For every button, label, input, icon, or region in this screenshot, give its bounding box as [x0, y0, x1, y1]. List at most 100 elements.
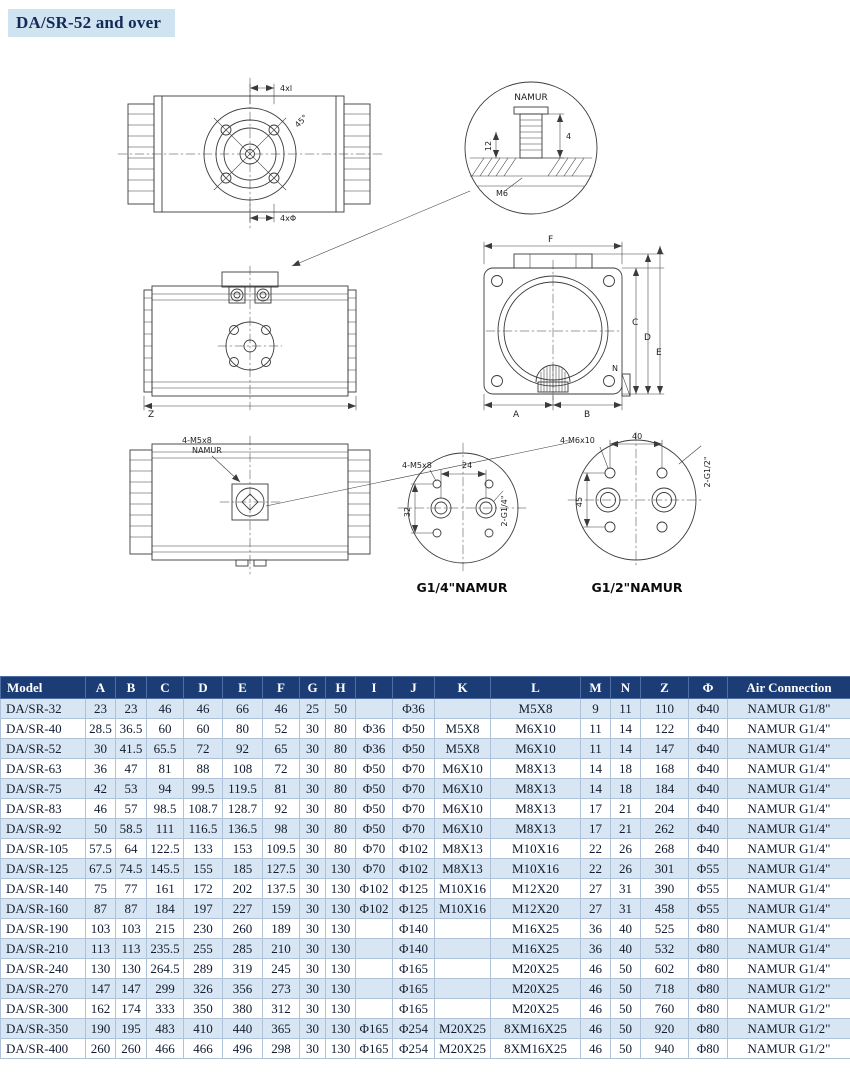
dimension-cell: Φ50 — [392, 718, 435, 739]
column-header: D — [183, 676, 223, 699]
dim-label-z: Z — [148, 410, 154, 420]
dimension-cell: Φ254 — [392, 1018, 435, 1039]
dimension-cell: 30 — [85, 738, 116, 759]
dimension-cell: 602 — [640, 958, 689, 979]
dimension-cell: NAMUR G1/4" — [727, 918, 850, 939]
column-header: B — [115, 676, 147, 699]
dimension-cell: M8X13 — [490, 778, 581, 799]
dimension-cell: 94 — [146, 778, 184, 799]
dimension-cell: Φ50 — [355, 798, 393, 819]
dimension-cell: 532 — [640, 938, 689, 959]
dimension-cell: 262 — [640, 818, 689, 839]
dimension-cell: Φ36 — [355, 718, 393, 739]
dimension-cell: 466 — [183, 1038, 223, 1059]
dimension-cell: 46 — [580, 978, 611, 999]
dimension-cell: 11 — [610, 698, 641, 719]
dimension-cell: Φ165 — [355, 1038, 393, 1059]
model-cell: DA/SR-240 — [0, 958, 86, 979]
dimension-cell: 30 — [299, 758, 326, 779]
dimension-cell: 103 — [115, 918, 147, 939]
detail-thread-label: M6 — [496, 189, 508, 198]
dimension-cell: Φ50 — [355, 758, 393, 779]
dim-label-bottom: 4xΦ — [280, 214, 296, 223]
model-cell: DA/SR-83 — [0, 798, 86, 819]
dimension-cell: M6X10 — [490, 738, 581, 759]
dimension-cell: Φ165 — [392, 998, 435, 1019]
dimension-cell: 22 — [580, 838, 611, 859]
dimension-cell — [355, 978, 393, 999]
dimension-cell: 8XM16X25 — [490, 1038, 581, 1059]
dimension-cell: Φ50 — [355, 778, 393, 799]
dimension-cell: Φ80 — [688, 1038, 728, 1059]
dimension-cell: M12X20 — [490, 898, 581, 919]
dimension-cell: 18 — [610, 758, 641, 779]
dimension-cell: 299 — [146, 978, 184, 999]
dimension-cell: 227 — [222, 898, 263, 919]
dimension-cell: Φ55 — [688, 878, 728, 899]
dimension-cell: M10X16 — [490, 858, 581, 879]
dimension-cell: NAMUR G1/4" — [727, 718, 850, 739]
dimension-cell: NAMUR G1/4" — [727, 818, 850, 839]
dimension-cell: 298 — [262, 1038, 300, 1059]
dimension-cell: Φ80 — [688, 998, 728, 1019]
model-cell: DA/SR-105 — [0, 838, 86, 859]
dimension-cell: 145.5 — [146, 858, 184, 879]
dimension-cell: 245 — [262, 958, 300, 979]
dimension-cell: M10X16 — [434, 878, 491, 899]
dimension-cell: M6X10 — [490, 718, 581, 739]
dimension-cell: 50 — [610, 998, 641, 1019]
dimension-cell: Φ36 — [355, 738, 393, 759]
column-header: A — [85, 676, 116, 699]
dimension-cell: 172 — [183, 878, 223, 899]
dimension-cell: 46 — [262, 698, 300, 719]
dimension-cell: 92 — [262, 798, 300, 819]
dimension-cell: M8X13 — [490, 818, 581, 839]
dimension-cell: 185 — [222, 858, 263, 879]
dimension-cell: M5X8 — [434, 738, 491, 759]
dimension-cell: M16X25 — [490, 938, 581, 959]
dimension-cell: 41.5 — [115, 738, 147, 759]
dimension-cell: Φ40 — [688, 778, 728, 799]
model-cell: DA/SR-40 — [0, 718, 86, 739]
dimension-cell — [355, 938, 393, 959]
dimension-cell: 9 — [580, 698, 611, 719]
dimension-cell: 30 — [299, 978, 326, 999]
dimension-cell: 50 — [325, 698, 356, 719]
dimension-cell: 60 — [183, 718, 223, 739]
dimension-cell: NAMUR G1/4" — [727, 798, 850, 819]
dimension-cell: M5X8 — [434, 718, 491, 739]
model-cell: DA/SR-125 — [0, 858, 86, 879]
dim-label-b: B — [584, 410, 590, 420]
dimension-cell: 130 — [325, 918, 356, 939]
dimension-cell: Φ80 — [688, 918, 728, 939]
dimension-cell: 195 — [115, 1018, 147, 1039]
bottom-view-note-1: 4-M5x8 — [182, 436, 212, 445]
dimension-cell: 87 — [115, 898, 147, 919]
column-header: M — [580, 676, 611, 699]
dimension-cell: 72 — [183, 738, 223, 759]
dimension-cell: 319 — [222, 958, 263, 979]
dimension-cell: Φ80 — [688, 958, 728, 979]
dim-label-top: 4xl — [280, 84, 292, 93]
dimension-cell: NAMUR G1/4" — [727, 778, 850, 799]
dimension-cell: 312 — [262, 998, 300, 1019]
model-cell: DA/SR-190 — [0, 918, 86, 939]
dimension-cell: 111 — [146, 818, 184, 839]
dimension-cell: 81 — [262, 778, 300, 799]
dimension-cell — [434, 918, 491, 939]
dimension-cell: M6X10 — [434, 818, 491, 839]
dimension-cell — [434, 998, 491, 1019]
dimension-cell: 410 — [183, 1018, 223, 1039]
dimension-cell: 50 — [610, 978, 641, 999]
dimension-cell: 80 — [325, 778, 356, 799]
dimension-cell: Φ140 — [392, 938, 435, 959]
dimension-cell: Φ70 — [355, 838, 393, 859]
dimension-cell: 30 — [299, 1038, 326, 1059]
dimension-cell: 60 — [146, 718, 184, 739]
dimension-cell — [355, 998, 393, 1019]
dimension-cell: 27 — [580, 898, 611, 919]
bottom-view-note-2: NAMUR — [192, 446, 222, 455]
